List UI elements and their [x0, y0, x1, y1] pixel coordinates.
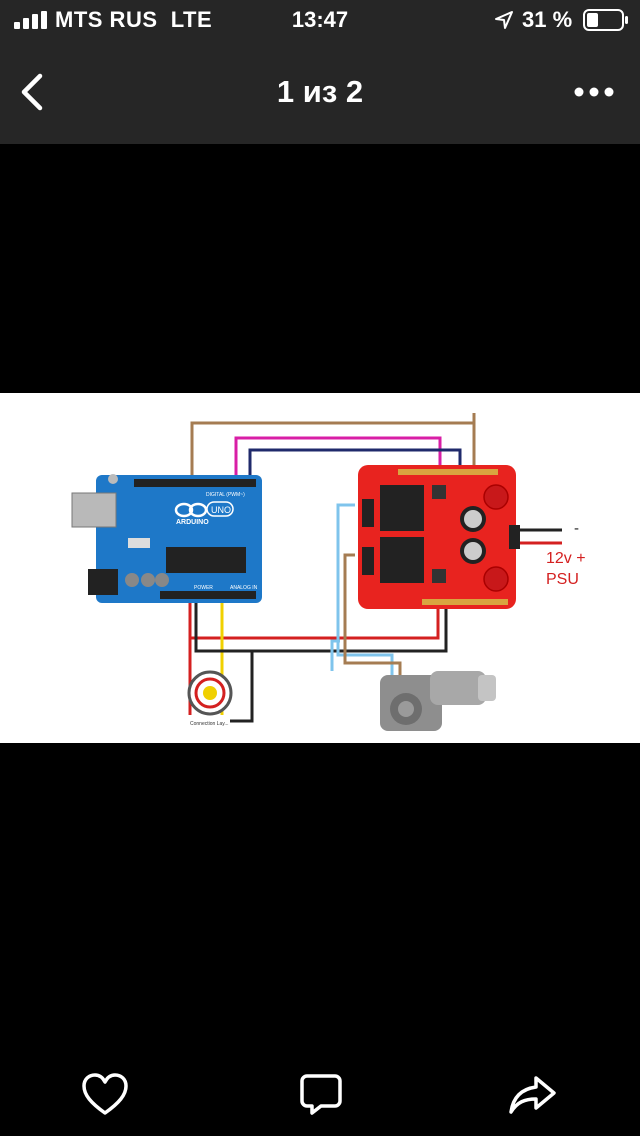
ellipsis-icon	[574, 87, 614, 97]
share-icon	[509, 1076, 556, 1114]
analog-label: ANALOG IN	[230, 585, 258, 591]
share-button[interactable]	[508, 1072, 558, 1118]
bottom-toolbar	[0, 1050, 640, 1136]
location-arrow-icon	[495, 11, 513, 29]
status-bar: MTS RUS LTE 13:47 31 %	[0, 0, 640, 40]
battery-icon	[583, 9, 628, 31]
power-label: POWER	[194, 585, 213, 591]
back-button[interactable]	[10, 66, 54, 118]
carrier-label: MTS RUS LTE	[55, 7, 213, 32]
arduino-brand-label: ARDUINO	[176, 519, 209, 526]
top-bar: MTS RUS LTE 13:47 31 % 1 из 2	[0, 0, 640, 144]
page-title: 1 из 2	[276, 74, 364, 109]
comment-icon	[300, 1074, 342, 1115]
pot-caption: Connection Lay...	[190, 721, 229, 727]
arduino-board: ARDUINO UNO DIGITAL (PWM~) POWER ANALOG …	[71, 474, 262, 603]
more-button[interactable]	[566, 74, 622, 110]
psu-minus-label: -	[574, 520, 579, 537]
digital-label: DIGITAL (PWM~)	[206, 492, 245, 498]
psu-label: PSU	[546, 571, 579, 588]
psu-voltage-label: 12v +	[546, 550, 586, 567]
battery-percent: 31 %	[522, 7, 573, 32]
chevron-left-icon	[21, 73, 43, 111]
comment-button[interactable]	[296, 1072, 346, 1118]
heart-icon	[82, 1073, 128, 1115]
clock: 13:47	[291, 7, 349, 32]
uno-label: UNO	[211, 505, 231, 515]
potentiometer: Connection Lay...	[187, 670, 233, 727]
wiring-diagram-image: ARDUINO UNO DIGITAL (PWM~) POWER ANALOG …	[0, 393, 640, 743]
like-button[interactable]	[80, 1072, 130, 1118]
nav-bar: 1 из 2	[0, 44, 640, 140]
wires	[188, 413, 562, 723]
motor-shield	[358, 465, 520, 609]
gear-motor	[380, 671, 496, 731]
signal-icon	[14, 11, 47, 29]
